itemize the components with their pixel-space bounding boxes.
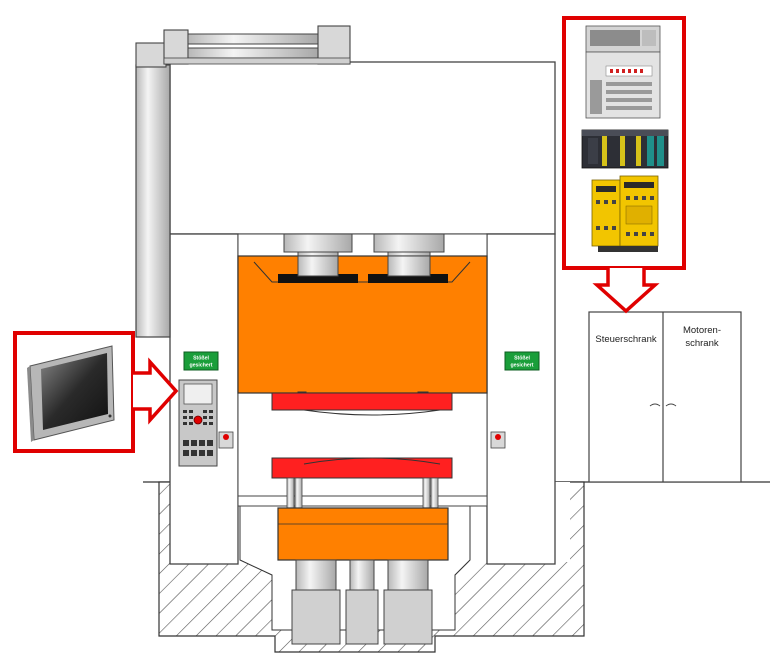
control-callout-arrow: [592, 268, 660, 314]
plc-rack-icon: [581, 129, 669, 169]
lower-tool-plate: [271, 457, 453, 479]
lower-tool: [271, 457, 453, 479]
press-slide: [237, 255, 488, 394]
press-bed: [237, 495, 488, 507]
pipe-cap-left: [135, 42, 167, 68]
slide-contour: [253, 261, 471, 283]
slide-clamp-right: [368, 274, 448, 283]
slide-rod-right: [387, 255, 431, 277]
control-callout: [562, 16, 686, 314]
slide-rod-left: [297, 255, 339, 277]
upper-tool-curve: [303, 409, 441, 416]
safety-sign-left-line1: Stößel: [193, 356, 209, 362]
upper-tool-plate: [271, 392, 453, 411]
safety-sign-right-line2: gesichert: [510, 363, 533, 369]
operator-panel-display: [183, 383, 213, 405]
lower-tool-curve: [303, 457, 441, 465]
die-cushion: [277, 507, 449, 645]
top-cylinder-assembly: [135, 25, 351, 338]
motion-controller-icon: [585, 25, 661, 119]
emergency-stop-icon[interactable]: [193, 415, 203, 425]
hmi-callout-arrow: [133, 357, 179, 425]
press-crown: [169, 61, 556, 235]
control-cabinet-label: Steuerschrank: [595, 334, 657, 345]
tank-base: [163, 57, 351, 65]
slide-clamp-left: [278, 274, 358, 283]
safety-sign-right-line1: Stößel: [514, 356, 530, 362]
upper-cylinder-left-head: [283, 233, 353, 253]
motor-cabinet-label-line1: Motoren-: [683, 325, 721, 336]
upper-cylinder-right-head: [373, 233, 445, 253]
touch-panel-icon: [27, 345, 115, 442]
safety-sign-left-line2: gesichert: [189, 363, 212, 369]
cabinet-handle-left[interactable]: [649, 403, 661, 407]
palm-button-right[interactable]: [490, 431, 506, 449]
safety-relay-icon: [591, 175, 659, 252]
slide-body: [237, 255, 488, 394]
operator-panel-keys: [183, 410, 213, 456]
tank-tube-top: [187, 33, 319, 45]
right-column: [486, 233, 556, 565]
hmi-callout: [13, 331, 179, 453]
upper-tool: [271, 391, 453, 416]
operator-panel[interactable]: [178, 379, 218, 467]
palm-button-left[interactable]: [218, 431, 234, 449]
cabinet-frame: [588, 311, 742, 483]
cabinet-handle-right[interactable]: [665, 403, 677, 407]
electrical-cabinets: Steuerschrank Motoren- schrank: [588, 311, 742, 483]
tank-tube-bottom: [187, 47, 319, 59]
cushion-body: [277, 507, 449, 561]
safety-sign-left: Stößel gesichert: [183, 351, 219, 371]
motor-cabinet-label-line2: schrank: [685, 338, 719, 349]
vertical-pipe: [135, 64, 171, 338]
safety-sign-right: Stößel gesichert: [504, 351, 540, 371]
